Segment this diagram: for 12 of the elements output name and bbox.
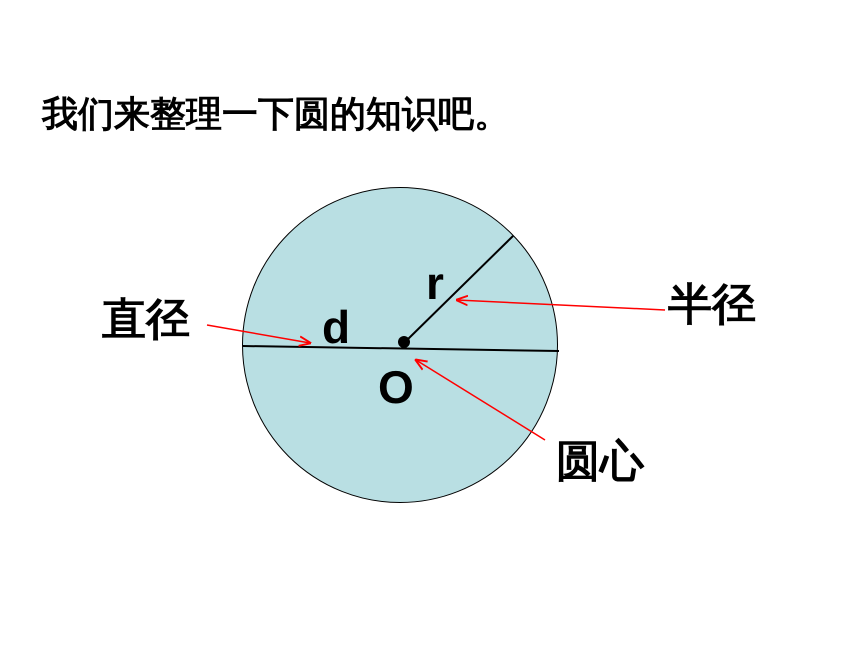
leader-line [206, 324, 312, 347]
letter-label: r [426, 260, 444, 306]
letter-label: d [322, 304, 350, 350]
term-label: 直径 [102, 298, 190, 342]
leader-line [414, 358, 546, 441]
term-label: 半径 [668, 283, 756, 327]
letter-label: O [378, 364, 414, 410]
diameter-line [243, 343, 559, 355]
leader-line [454, 294, 666, 311]
center-dot [398, 336, 410, 348]
title: 我们来整理一下圆的知识吧。 [42, 92, 510, 136]
term-label: 圆心 [556, 440, 644, 484]
